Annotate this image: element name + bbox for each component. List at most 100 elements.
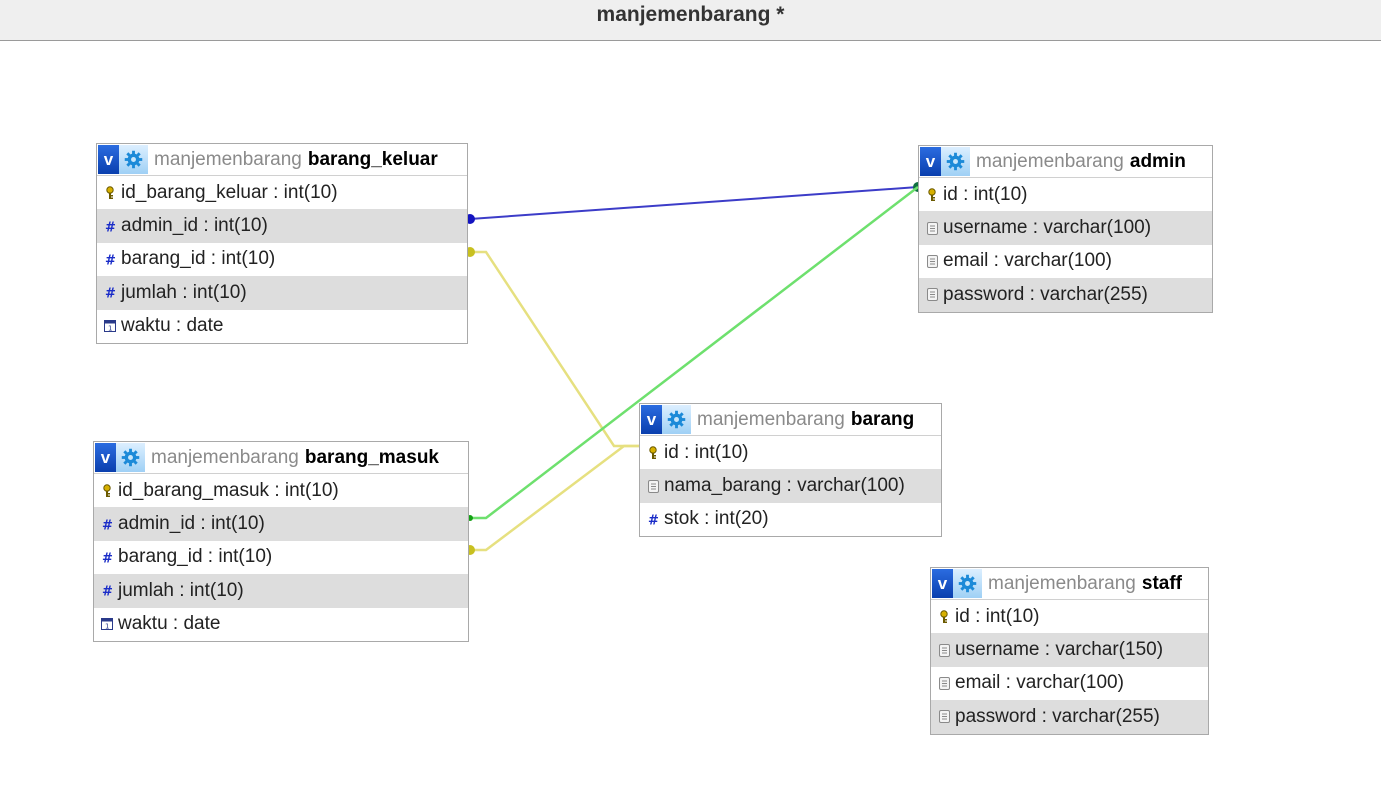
column-label: barang_id : int(10) — [121, 248, 276, 270]
column-row[interactable]: 1 waktu : date — [94, 608, 468, 641]
column-row[interactable]: # barang_id : int(10) — [97, 243, 467, 276]
svg-text:#: # — [105, 253, 116, 266]
column-label: admin_id : int(10) — [118, 513, 265, 535]
text-icon — [647, 479, 659, 493]
column-label: nama_barang : varchar(100) — [664, 475, 905, 497]
gear-icon[interactable] — [116, 443, 145, 472]
text-icon — [926, 288, 938, 302]
gear-icon[interactable] — [953, 569, 982, 598]
column-row[interactable]: # jumlah : int(10) — [94, 574, 468, 608]
table-name: barang — [850, 408, 915, 430]
column-row[interactable]: username : varchar(150) — [931, 633, 1208, 667]
column-label: waktu : date — [118, 613, 221, 635]
column-label: barang_id : int(10) — [118, 546, 273, 568]
column-label: username : varchar(150) — [955, 639, 1164, 661]
column-row[interactable]: id : int(10) — [640, 436, 941, 469]
toggle-columns-button[interactable]: v — [95, 443, 116, 472]
column-row[interactable]: id_barang_masuk : int(10) — [94, 474, 468, 507]
column-label: id_barang_keluar : int(10) — [121, 181, 338, 203]
text-icon — [926, 254, 938, 268]
column-label: id_barang_masuk : int(10) — [118, 479, 339, 501]
column-label: jumlah : int(10) — [121, 281, 247, 303]
hash-icon: # — [647, 512, 659, 526]
key-icon — [104, 185, 116, 200]
toggle-columns-button[interactable]: v — [98, 145, 119, 174]
column-row[interactable]: password : varchar(255) — [931, 700, 1208, 734]
svg-text:#: # — [102, 518, 113, 531]
column-row[interactable]: email : varchar(100) — [919, 245, 1212, 278]
column-label: id : int(10) — [664, 441, 749, 463]
key-icon — [926, 187, 938, 202]
column-label: admin_id : int(10) — [121, 215, 268, 237]
column-label: stok : int(20) — [664, 508, 769, 530]
column-label: waktu : date — [121, 315, 224, 337]
column-row[interactable]: nama_barang : varchar(100) — [640, 469, 941, 503]
relation-line-barang-keluar-barang[interactable] — [470, 250, 640, 448]
gear-icon[interactable] — [662, 405, 691, 434]
column-label: email : varchar(100) — [943, 250, 1112, 272]
column-label: password : varchar(255) — [955, 705, 1160, 727]
column-label: id : int(10) — [943, 183, 1028, 205]
toggle-columns-button[interactable]: v — [641, 405, 662, 434]
calendar-icon: 1 — [104, 319, 116, 333]
svg-text:#: # — [648, 513, 659, 526]
column-row[interactable]: password : varchar(255) — [919, 278, 1212, 312]
column-row[interactable]: id_barang_keluar : int(10) — [97, 176, 467, 209]
gear-icon[interactable] — [941, 147, 970, 176]
relation-line-barang-masuk-admin[interactable] — [470, 186, 919, 520]
text-icon — [938, 710, 950, 724]
column-row[interactable]: # barang_id : int(10) — [94, 541, 468, 574]
toggle-columns-button[interactable]: v — [932, 569, 953, 598]
database-name: manjemenbarang — [988, 572, 1136, 594]
column-label: email : varchar(100) — [955, 672, 1124, 694]
svg-text:1: 1 — [105, 623, 109, 631]
column-row[interactable]: email : varchar(100) — [931, 667, 1208, 700]
top-bar: manjemenbarang * — [0, 0, 1381, 41]
database-name: manjemenbarang — [154, 148, 302, 170]
text-icon — [938, 643, 950, 657]
column-row[interactable]: 1 waktu : date — [97, 310, 467, 343]
column-row[interactable]: id : int(10) — [931, 600, 1208, 633]
hash-icon: # — [104, 219, 116, 233]
database-name: manjemenbarang — [976, 150, 1124, 172]
gear-icon[interactable] — [119, 145, 148, 174]
key-icon — [938, 609, 950, 624]
column-label: id : int(10) — [955, 605, 1040, 627]
column-row[interactable]: id : int(10) — [919, 178, 1212, 211]
relation-line-barang-keluar-admin[interactable] — [469, 186, 919, 220]
svg-text:1: 1 — [108, 325, 112, 333]
column-row[interactable]: # admin_id : int(10) — [97, 209, 467, 243]
column-row[interactable]: # admin_id : int(10) — [94, 507, 468, 541]
hash-icon: # — [101, 550, 113, 564]
table-name: barang_keluar — [307, 148, 438, 170]
key-icon — [101, 483, 113, 498]
page-title: manjemenbarang * — [596, 3, 785, 26]
hash-icon: # — [101, 584, 113, 598]
toggle-columns-button[interactable]: v — [920, 147, 941, 176]
column-row[interactable]: # jumlah : int(10) — [97, 276, 467, 310]
hash-icon: # — [101, 517, 113, 531]
text-icon — [938, 676, 950, 690]
svg-text:#: # — [105, 287, 116, 300]
svg-text:#: # — [102, 551, 113, 564]
table-name: barang_masuk — [304, 446, 439, 468]
column-label: jumlah : int(10) — [118, 579, 244, 601]
calendar-icon: 1 — [101, 617, 113, 631]
column-row[interactable]: username : varchar(100) — [919, 211, 1212, 245]
svg-text:#: # — [105, 220, 116, 233]
column-row[interactable]: # stok : int(20) — [640, 503, 941, 536]
database-name: manjemenbarang — [151, 446, 299, 468]
svg-text:#: # — [102, 585, 113, 598]
relation-line-barang-masuk-barang[interactable] — [470, 444, 640, 552]
